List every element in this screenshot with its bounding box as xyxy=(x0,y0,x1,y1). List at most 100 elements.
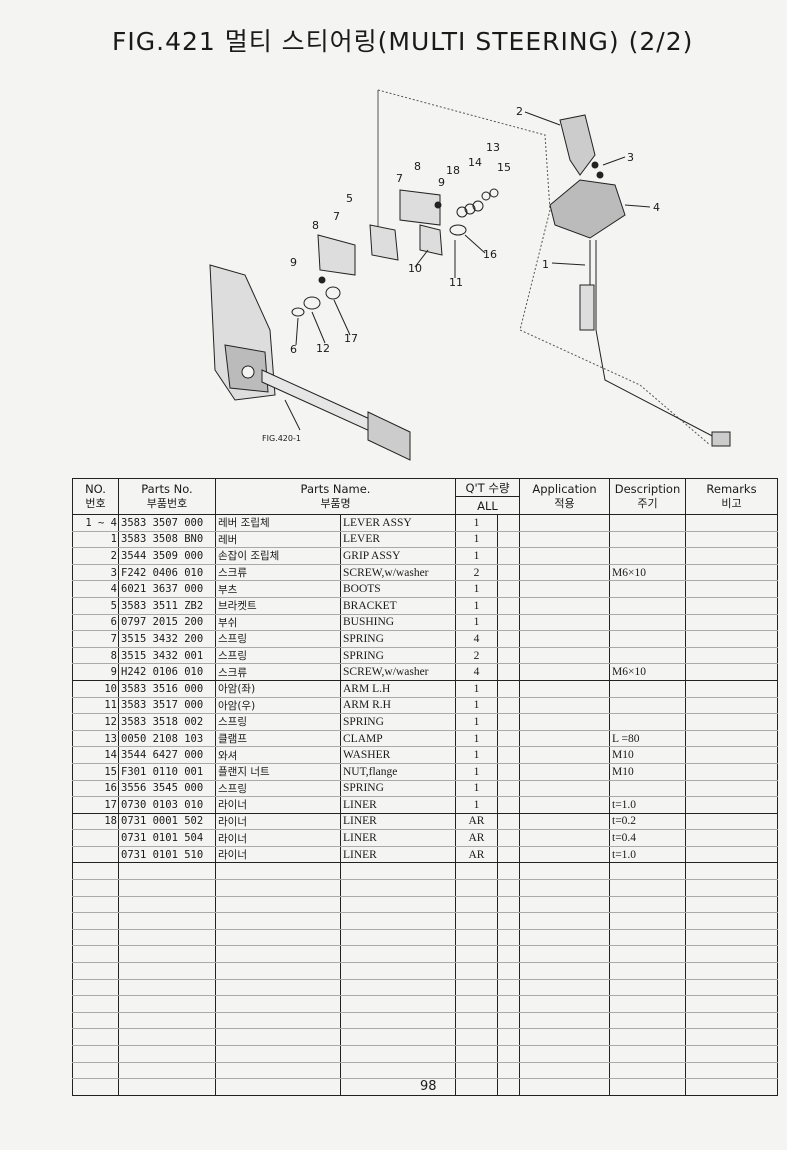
table-cell xyxy=(519,663,610,681)
table-cell xyxy=(519,547,610,565)
callout-7-upper: 7 xyxy=(396,172,403,185)
table-cell xyxy=(497,896,520,914)
table-cell xyxy=(685,962,778,980)
table-cell xyxy=(340,912,456,930)
table-cell xyxy=(215,862,341,881)
cell-part-no: 3515 3432 001 xyxy=(118,647,216,665)
table-cell xyxy=(497,514,520,532)
cell-part-no: 3583 3508 BN0 xyxy=(118,531,216,549)
cell-qty: 1 xyxy=(455,780,498,798)
table-cell xyxy=(685,796,778,814)
cell-name-ko: 스프링 xyxy=(215,780,341,798)
cell-part-no: 6021 3637 000 xyxy=(118,580,216,598)
cell-name-en: GRIP ASSY xyxy=(340,547,456,565)
table-cell xyxy=(519,829,610,847)
table-cell xyxy=(519,929,610,947)
table-cell xyxy=(497,597,520,615)
cell-part-no: 3544 3509 000 xyxy=(118,547,216,565)
table-cell xyxy=(215,1028,341,1046)
cell-name-ko: 레버 xyxy=(215,531,341,549)
callout-5: 5 xyxy=(346,192,353,205)
table-cell xyxy=(519,813,610,831)
table-cell xyxy=(519,680,610,698)
cell-no: 1 ~ 4 xyxy=(72,514,119,532)
table-cell xyxy=(215,1078,341,1096)
cell-desc xyxy=(609,614,686,632)
table-cell xyxy=(609,1045,686,1063)
cell-name-ko: 라이너 xyxy=(215,813,341,831)
table-cell xyxy=(497,531,520,549)
table-cell xyxy=(685,829,778,847)
callout-7-lower: 7 xyxy=(333,210,340,223)
table-cell xyxy=(497,1045,520,1063)
cell-desc: t=0.4 xyxy=(609,829,686,847)
cell-part-no: F301 0110 001 xyxy=(118,763,216,781)
table-cell xyxy=(685,647,778,665)
callout-2: 2 xyxy=(516,105,523,118)
cell-desc xyxy=(609,597,686,615)
table-row xyxy=(72,896,778,914)
table-cell xyxy=(118,1045,216,1063)
table-cell xyxy=(118,962,216,980)
cell-part-no: 3556 3545 000 xyxy=(118,780,216,798)
callout-14: 14 xyxy=(468,156,482,169)
cell-qty: 1 xyxy=(455,697,498,715)
cell-name-ko: 스크류 xyxy=(215,564,341,582)
cell-name-en: SPRING xyxy=(340,647,456,665)
cell-name-en: LINER xyxy=(340,796,456,814)
callout-17: 17 xyxy=(344,332,358,345)
table-cell xyxy=(118,995,216,1013)
table-cell xyxy=(497,995,520,1013)
callout-18: 18 xyxy=(446,164,460,177)
table-cell xyxy=(118,1012,216,1030)
table-cell xyxy=(685,630,778,648)
table-cell xyxy=(497,846,520,864)
cell-qty: 1 xyxy=(455,730,498,748)
table-cell xyxy=(340,979,456,997)
table-cell xyxy=(118,1028,216,1046)
cell-qty: 1 xyxy=(455,580,498,598)
cell-part-no: 3583 3518 002 xyxy=(118,713,216,731)
table-cell xyxy=(685,1062,778,1080)
cell-desc xyxy=(609,697,686,715)
table-cell xyxy=(519,697,610,715)
table-cell xyxy=(497,763,520,781)
table-cell xyxy=(455,879,498,897)
cell-part-no: 3583 3517 000 xyxy=(118,697,216,715)
table-cell xyxy=(519,713,610,731)
table-cell xyxy=(340,862,456,881)
table-cell xyxy=(215,979,341,997)
table-cell xyxy=(497,1012,520,1030)
header-qty-all: ALL xyxy=(455,496,520,515)
cell-qty: 1 xyxy=(455,796,498,814)
table-cell xyxy=(497,1078,520,1096)
cell-name-ko: 스프링 xyxy=(215,713,341,731)
table-cell xyxy=(72,945,119,964)
cell-name-en: SCREW,w/washer xyxy=(340,663,456,681)
cell-name-en: NUT,flange xyxy=(340,763,456,781)
table-cell xyxy=(519,846,610,864)
table-cell xyxy=(72,1062,119,1080)
table-cell xyxy=(519,514,610,532)
table-cell xyxy=(118,879,216,897)
cell-desc: t=1.0 xyxy=(609,796,686,814)
cell-name-ko: 스프링 xyxy=(215,647,341,665)
table-cell xyxy=(685,614,778,632)
table-cell xyxy=(340,1012,456,1030)
table-cell xyxy=(609,862,686,881)
callout-11: 11 xyxy=(449,276,463,289)
table-cell xyxy=(118,945,216,964)
table-cell xyxy=(685,564,778,582)
table-cell xyxy=(519,746,610,764)
table-cell xyxy=(72,1028,119,1046)
table-cell xyxy=(72,929,119,947)
table-cell xyxy=(455,979,498,997)
cell-qty: 2 xyxy=(455,564,498,582)
cell-qty: AR xyxy=(455,813,498,831)
